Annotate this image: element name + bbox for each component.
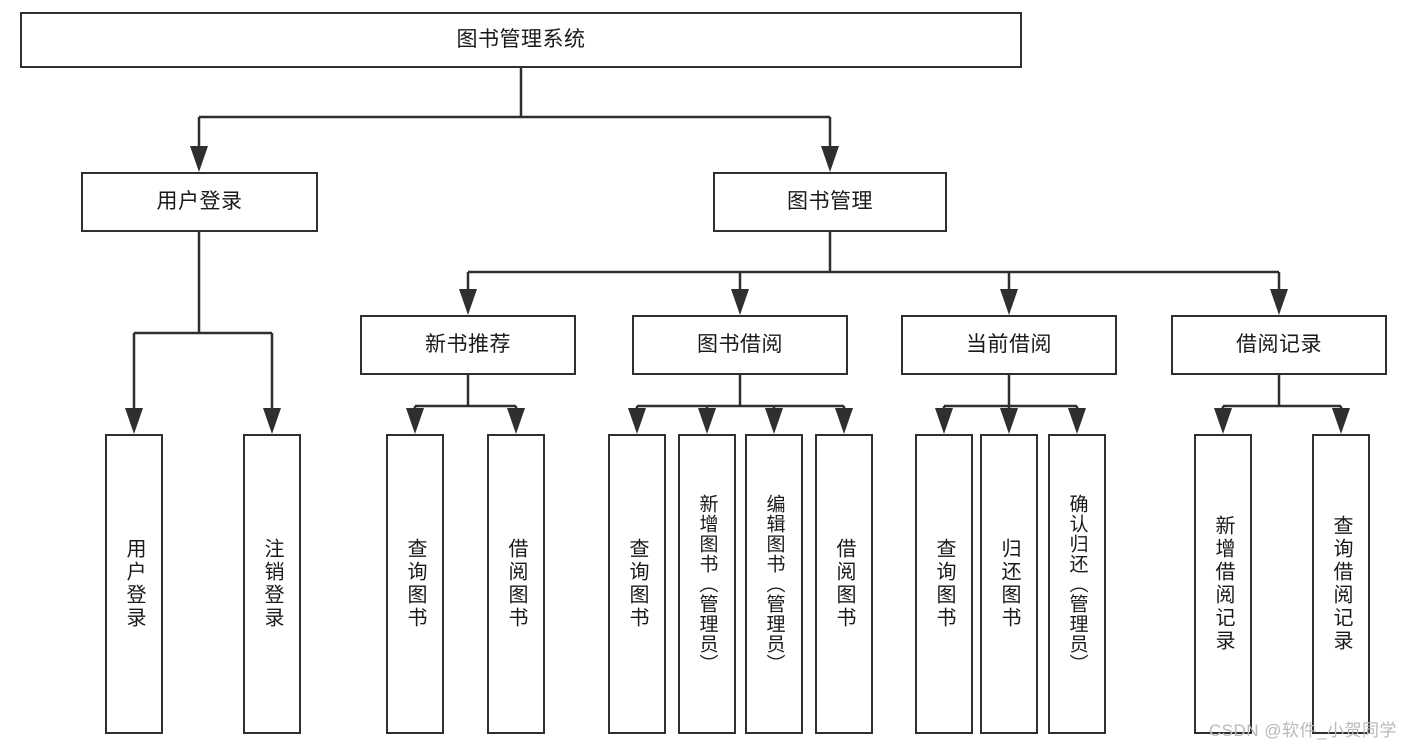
node-label-new-book-rec: 新书推荐 (425, 333, 511, 357)
book-manage-bus-arrowhead-2 (1000, 289, 1018, 315)
node-leaf-query-record[interactable]: 查询借阅记录 (1312, 434, 1370, 734)
node-leaf-borrow-book-2[interactable]: 借阅图书 (815, 434, 873, 734)
book-borrow-bus-arrowhead-3 (835, 408, 853, 434)
node-label-leaf-user-logout: 注销登录 (261, 538, 283, 630)
node-new-book-rec[interactable]: 新书推荐 (360, 315, 576, 375)
book-borrow-bus-arrowhead-2 (765, 408, 783, 434)
node-label-leaf-edit-book: 编辑图书（管理员） (763, 494, 785, 674)
node-label-leaf-confirm-return: 确认归还（管理员） (1066, 494, 1088, 674)
node-leaf-edit-book[interactable]: 编辑图书（管理员） (745, 434, 803, 734)
borrow-record-bus-arrowhead-0 (1214, 408, 1232, 434)
node-leaf-add-record[interactable]: 新增借阅记录 (1194, 434, 1252, 734)
node-leaf-add-book[interactable]: 新增图书（管理员） (678, 434, 736, 734)
node-label-leaf-add-record: 新增借阅记录 (1212, 515, 1234, 653)
current-borrow-bus-arrowhead-1 (1000, 408, 1018, 434)
node-label-leaf-query-record: 查询借阅记录 (1330, 515, 1352, 653)
book-manage-bus-arrowhead-3 (1270, 289, 1288, 315)
node-label-book-manage: 图书管理 (787, 190, 873, 214)
node-label-leaf-return-book: 归还图书 (998, 538, 1020, 630)
current-borrow-bus-arrowhead-2 (1068, 408, 1086, 434)
node-leaf-user-login[interactable]: 用户登录 (105, 434, 163, 734)
node-book-borrow[interactable]: 图书借阅 (632, 315, 848, 375)
node-label-leaf-query-book-1: 查询图书 (404, 538, 426, 630)
node-leaf-user-logout[interactable]: 注销登录 (243, 434, 301, 734)
node-label-leaf-query-book-3: 查询图书 (933, 538, 955, 630)
root-bus-arrowhead-1 (821, 146, 839, 172)
connector-lines (132, 68, 1343, 408)
borrow-record-bus-arrowhead-1 (1332, 408, 1350, 434)
node-leaf-return-book[interactable]: 归还图书 (980, 434, 1038, 734)
book-manage-bus-arrowhead-1 (731, 289, 749, 315)
current-borrow-bus-arrowhead-0 (935, 408, 953, 434)
node-label-leaf-add-book: 新增图书（管理员） (696, 494, 718, 674)
node-user-login[interactable]: 用户登录 (81, 172, 318, 232)
node-label-leaf-borrow-book-1: 借阅图书 (505, 538, 527, 630)
node-borrow-record[interactable]: 借阅记录 (1171, 315, 1387, 375)
node-label-user-login: 用户登录 (156, 190, 243, 214)
node-label-leaf-query-book-2: 查询图书 (626, 538, 648, 630)
user-login-bus-arrowhead-0 (125, 408, 143, 434)
user-login-bus-arrowhead-1 (263, 408, 281, 434)
node-label-book-borrow: 图书借阅 (697, 333, 783, 357)
node-label-borrow-record: 借阅记录 (1236, 333, 1322, 357)
node-book-manage[interactable]: 图书管理 (713, 172, 947, 232)
node-leaf-borrow-book-1[interactable]: 借阅图书 (487, 434, 545, 734)
node-leaf-query-book-1[interactable]: 查询图书 (386, 434, 444, 734)
arrowheads (125, 146, 1350, 434)
node-leaf-query-book-2[interactable]: 查询图书 (608, 434, 666, 734)
node-root[interactable]: 图书管理系统 (20, 12, 1022, 68)
node-label-leaf-user-login: 用户登录 (123, 538, 145, 630)
node-current-borrow[interactable]: 当前借阅 (901, 315, 1117, 375)
new-book-rec-bus-arrowhead-0 (406, 408, 424, 434)
node-leaf-query-book-3[interactable]: 查询图书 (915, 434, 973, 734)
node-label-current-borrow: 当前借阅 (966, 333, 1052, 357)
node-leaf-confirm-return[interactable]: 确认归还（管理员） (1048, 434, 1106, 734)
book-borrow-bus-arrowhead-1 (698, 408, 716, 434)
book-borrow-bus-arrowhead-0 (628, 408, 646, 434)
book-manage-bus-arrowhead-0 (459, 289, 477, 315)
root-bus-arrowhead-0 (190, 146, 208, 172)
node-label-root: 图书管理系统 (456, 28, 586, 52)
node-label-leaf-borrow-book-2: 借阅图书 (833, 538, 855, 630)
new-book-rec-bus-arrowhead-1 (507, 408, 525, 434)
